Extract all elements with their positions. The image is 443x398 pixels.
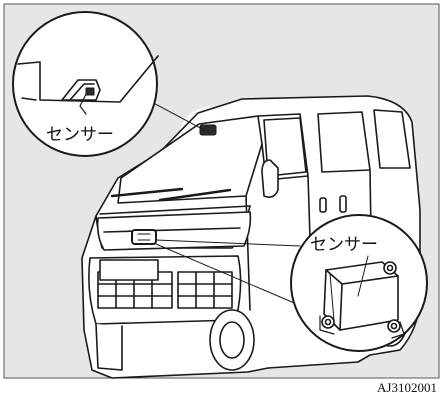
front-wheel: [209, 309, 255, 371]
rear-door-window: [317, 111, 371, 173]
door-handle-front: [319, 197, 327, 213]
grille-leader-line-bottom: [155, 243, 307, 309]
door-handle-rear: [339, 195, 347, 213]
radar-module-icon: [319, 261, 405, 339]
grille-sensor-label: センサー: [310, 235, 378, 255]
figure-code: AJ3102001: [377, 380, 437, 395]
side-mirror: [261, 159, 279, 198]
front-tire-left: [95, 323, 123, 371]
windshield-sensor-label: センサー: [46, 125, 114, 145]
grille-sensor-callout: [290, 214, 428, 352]
license-plate: [99, 259, 159, 281]
wiper-right: [158, 188, 232, 202]
grille-sensor-mark: [131, 229, 157, 245]
windshield-sensor-mark: [199, 124, 217, 136]
radar-label-pointer: [357, 255, 369, 297]
rear-quarter-window: [373, 109, 411, 169]
grille-leader-line-top: [155, 239, 301, 247]
front-door-window: [263, 117, 307, 177]
windshield-sensor-callout: [12, 11, 159, 157]
wiper-left: [110, 187, 184, 198]
